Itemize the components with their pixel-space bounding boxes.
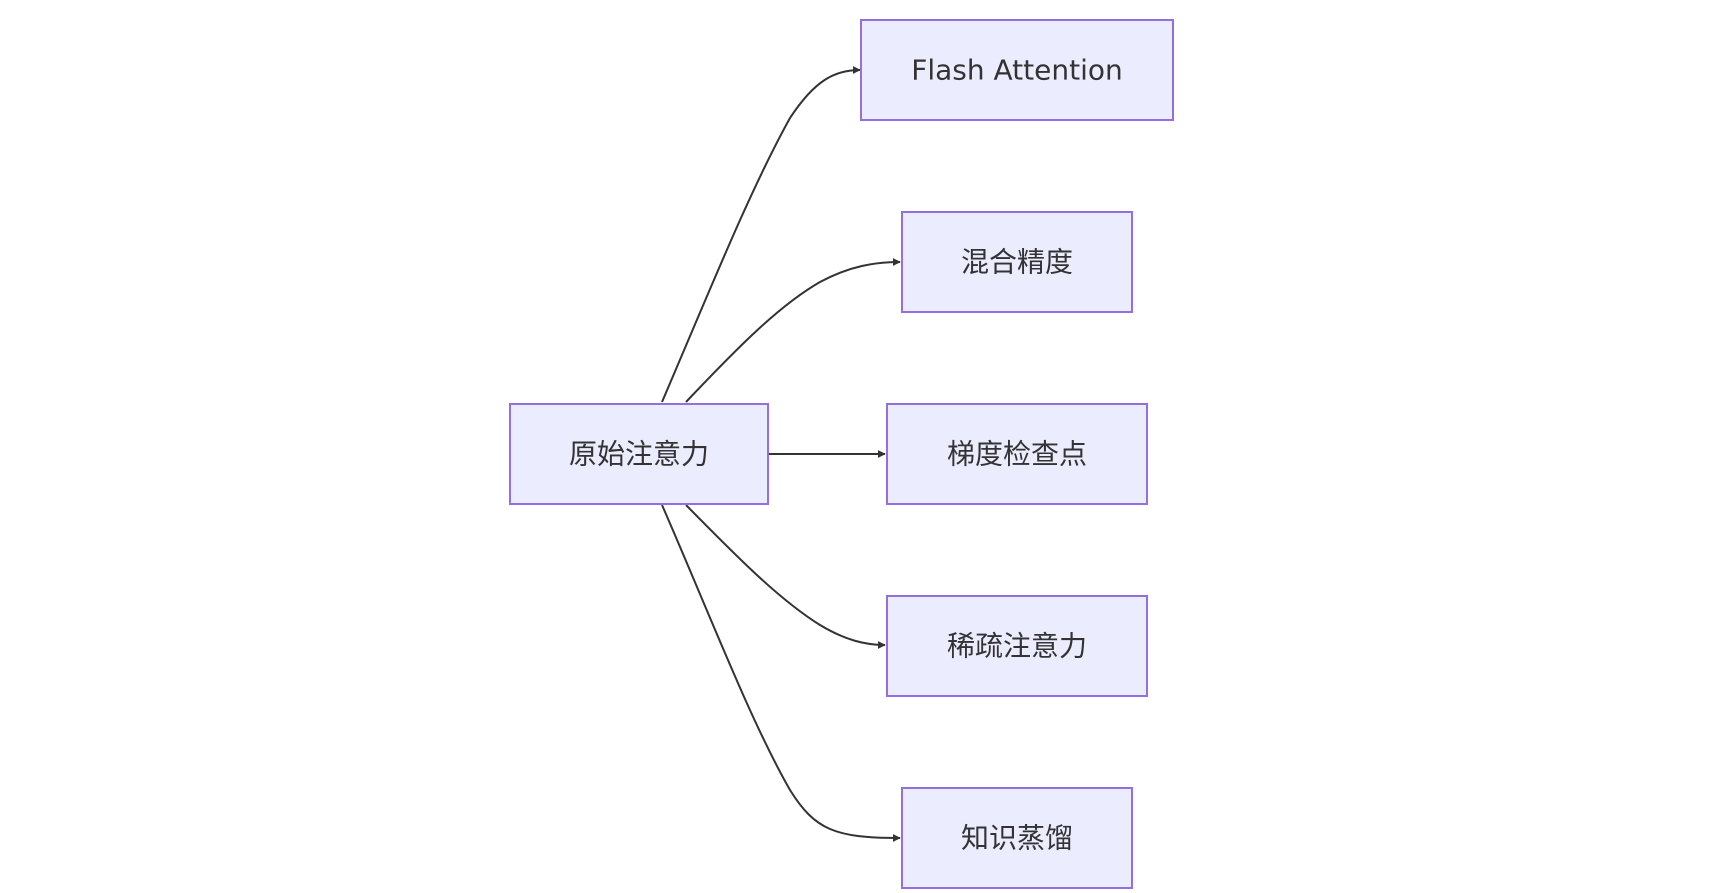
node-sparse-attention[interactable]: 稀疏注意力 <box>886 595 1148 697</box>
node-knowledge-distillation-label: 知识蒸馏 <box>961 822 1073 855</box>
edge-source-to-mixed-precision <box>685 258 901 403</box>
node-mixed-precision-label: 混合精度 <box>961 246 1073 279</box>
node-mixed-precision[interactable]: 混合精度 <box>901 211 1133 313</box>
node-flash-attention[interactable]: Flash Attention <box>860 19 1174 121</box>
node-source[interactable]: 原始注意力 <box>509 403 769 505</box>
node-flash-attention-label: Flash Attention <box>911 54 1123 87</box>
edge-source-to-flash-attention <box>661 66 861 403</box>
node-gradient-checkpoint[interactable]: 梯度检查点 <box>886 403 1148 505</box>
node-gradient-checkpoint-label: 梯度检查点 <box>947 438 1087 471</box>
node-sparse-attention-label: 稀疏注意力 <box>947 630 1087 663</box>
edges <box>661 66 901 842</box>
edge-source-to-sparse-attention <box>685 504 886 649</box>
node-source-label: 原始注意力 <box>569 438 709 471</box>
node-knowledge-distillation[interactable]: 知识蒸馏 <box>901 787 1133 889</box>
edge-source-to-knowledge-distillation <box>661 504 901 842</box>
